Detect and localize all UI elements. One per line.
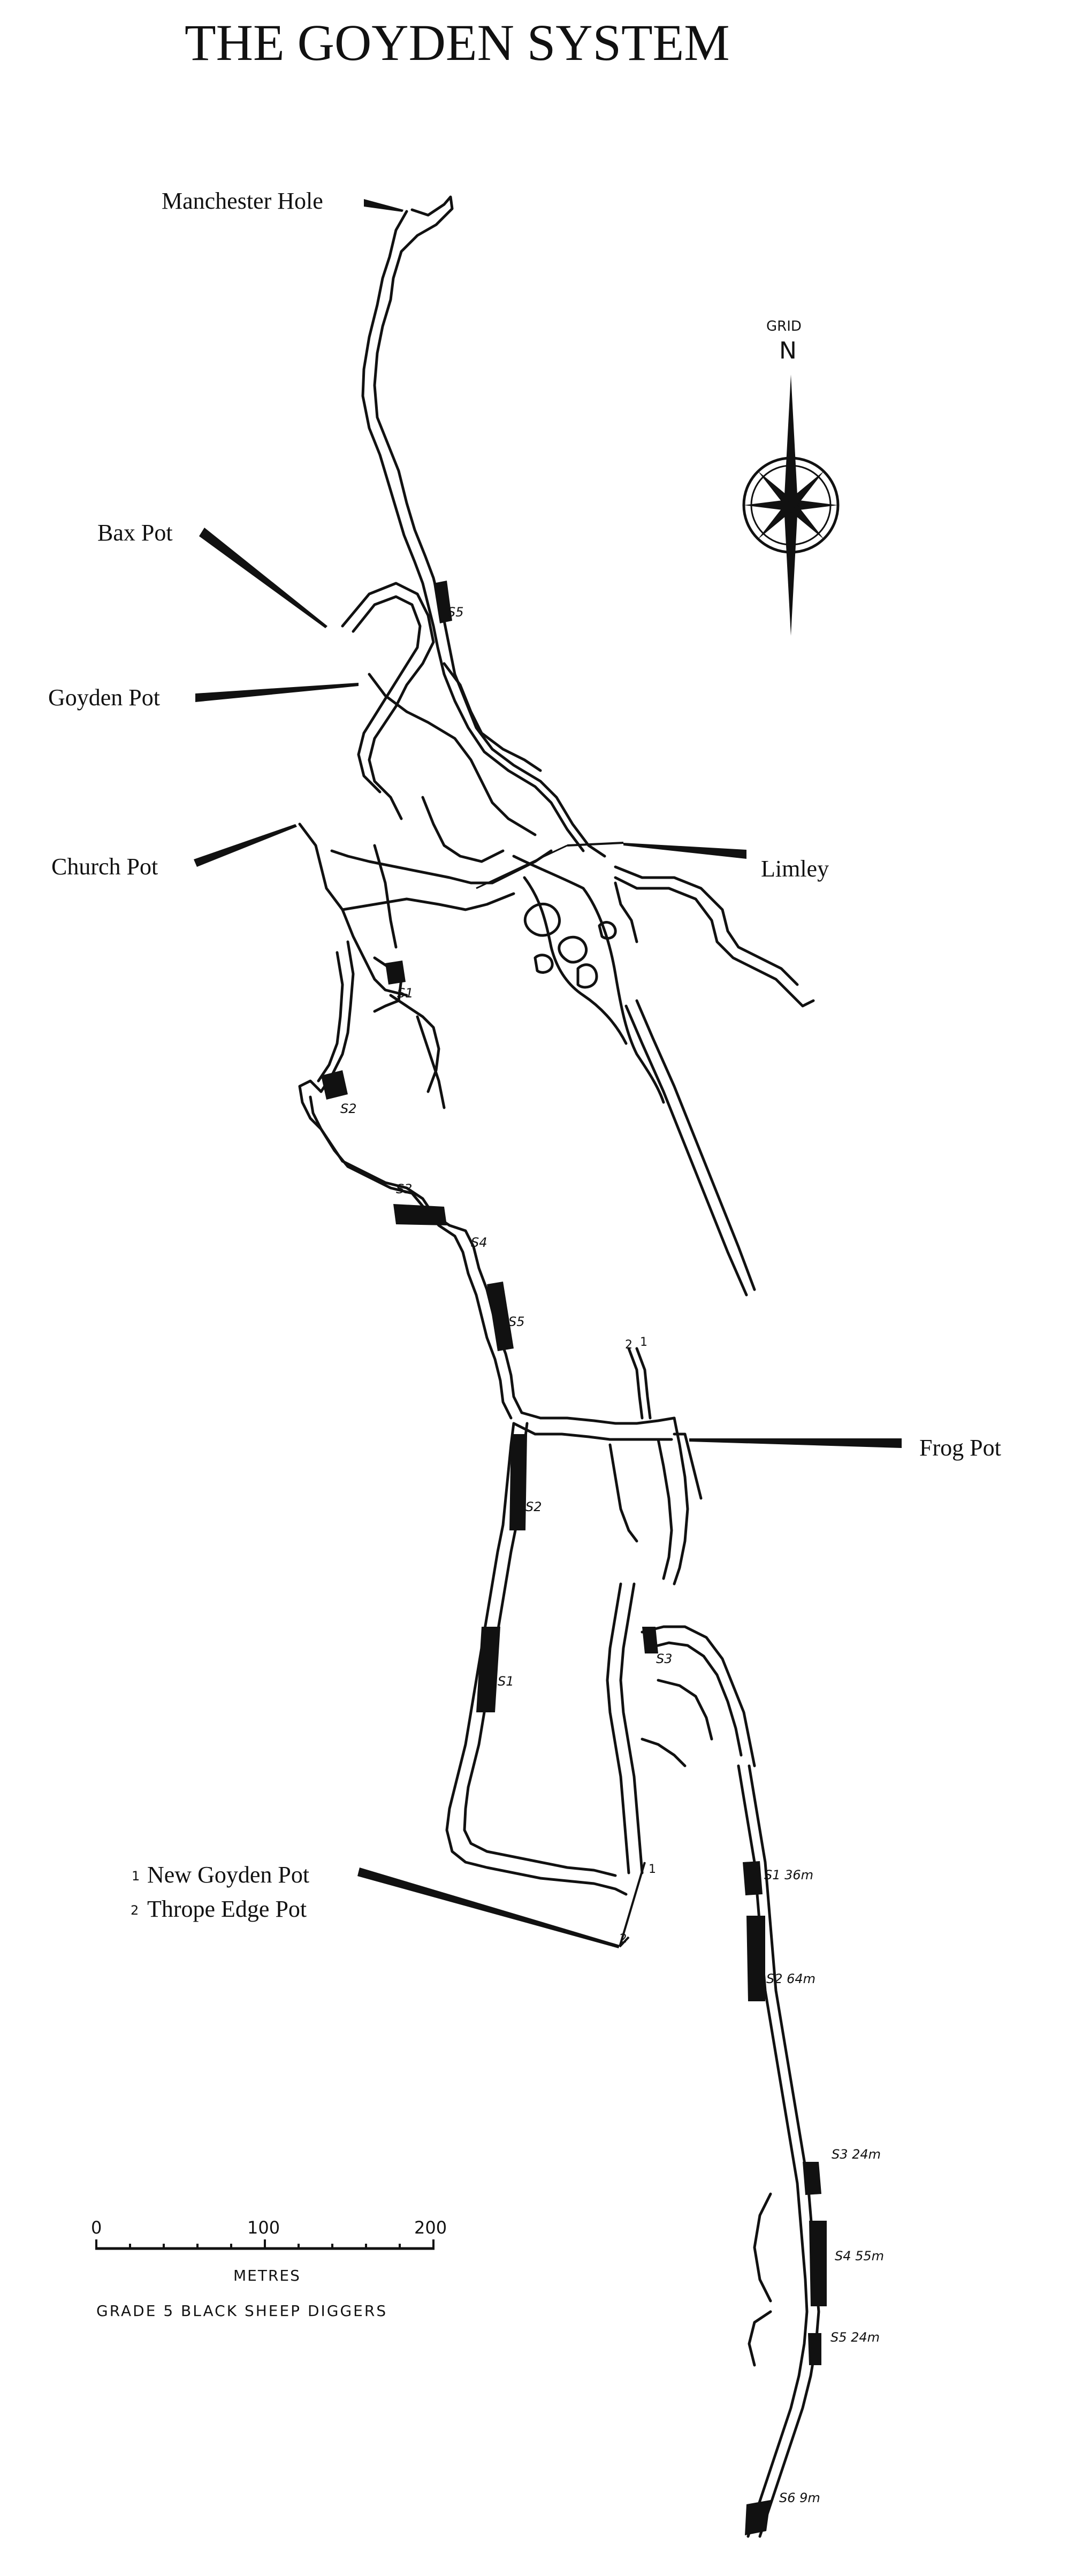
cave-passages (298, 195, 820, 2538)
sump-s4-lower (809, 2221, 827, 2306)
leader-to-marker (619, 1862, 646, 1947)
sump-label-lower-s6: S6 9m (779, 2490, 820, 2505)
scale-bar: 0 100 200 METRES GRADE 5 BLACK SHEEP DIG… (91, 2217, 447, 2320)
leader-limley-line2 (476, 844, 568, 889)
sump-s3-lower (803, 2162, 821, 2195)
north-arrow-n-label: N (779, 337, 797, 364)
leader-limley (623, 843, 746, 859)
sump-label-upper-s5: S5 (447, 605, 464, 620)
point-markers: 1 2 1 2 (620, 1336, 656, 1946)
label-church-pot: Church Pot (51, 853, 158, 880)
sump-label-mid-s1: S1 (498, 1674, 514, 1689)
compass-east-point (791, 499, 838, 511)
label-bax-pot: Bax Pot (97, 520, 173, 546)
north-arrow: GRID N (742, 318, 840, 636)
sump-label-s4: S4 (471, 1235, 487, 1250)
sump-s1-mid (476, 1627, 500, 1712)
compass-nw-point (758, 471, 795, 509)
label-frog-pot: Frog Pot (919, 1435, 1001, 1461)
leader-manchester-hole (364, 199, 403, 212)
label-manchester-hole: Manchester Hole (162, 188, 323, 214)
compass-se-point (787, 501, 824, 539)
sump-s1-west (385, 961, 406, 985)
sump-label-lower-s4: S4 55m (835, 2249, 884, 2263)
leader-church-pot (194, 824, 297, 867)
map-title: THE GOYDEN SYSTEM (185, 14, 730, 71)
sump-s5-lower (808, 2333, 821, 2365)
entrance-leaders (194, 199, 902, 1948)
scale-tick-200: 200 (414, 2217, 447, 2238)
sump-label-s2: S2 (340, 1101, 357, 1116)
label-limley: Limley (761, 856, 829, 882)
sump-s6-lower (745, 2500, 771, 2535)
sump-labels: S5 S1 S2 S3 S4 S5 S2 S1 S3 S1 36m S2 64m… (340, 605, 884, 2505)
sump-label-lower-s2: S2 64m (766, 1971, 816, 1986)
label-new-goyden-pot: New Goyden Pot (147, 1862, 309, 1888)
sump-label-s3: S3 (396, 1182, 413, 1196)
sump-s1-lower (743, 1861, 763, 1895)
sump-label-mid-s3: S3 (656, 1651, 673, 1666)
compass-south-needle (784, 505, 798, 636)
sump-label-s5: S5 (508, 1314, 525, 1329)
sump-label-s1: S1 (397, 986, 414, 1001)
sump-s2-mid (509, 1434, 527, 1530)
compass-west-point (744, 499, 791, 511)
point-marker-1-bottom: 1 (649, 1863, 656, 1876)
sump-s3-west (393, 1204, 447, 1225)
leader-bax-pot (199, 528, 327, 628)
sump-s2-west (321, 1070, 348, 1100)
leader-limley-line (567, 842, 624, 847)
label-goyden-pot: Goyden Pot (48, 684, 160, 711)
leader-goyden-pot (195, 683, 359, 702)
scale-unit-label: METRES (233, 2267, 301, 2284)
sump-fills (321, 581, 827, 2535)
leader-to-marker-2 (619, 1936, 630, 1948)
north-arrow-grid-label: GRID (766, 318, 802, 334)
sump-s2-lower (746, 1916, 765, 2001)
entrance-labels: Manchester Hole Bax Pot Goyden Pot Churc… (48, 188, 1001, 1922)
sump-s5-west (487, 1282, 514, 1351)
point-marker-2-top: 2 (625, 1338, 632, 1352)
scale-bar-ticks (95, 2239, 435, 2249)
point-marker-1-top: 1 (640, 1336, 647, 1349)
compass-sw-point (758, 501, 795, 539)
leader-new-goyden-pot (357, 1868, 620, 1948)
scale-tick-0: 0 (91, 2217, 102, 2238)
sump-label-lower-s5: S5 24m (830, 2330, 880, 2345)
point-marker-2-bottom: 2 (620, 1932, 627, 1946)
legend-marker-1: 1 (132, 1869, 140, 1884)
survey-credit: GRADE 5 BLACK SHEEP DIGGERS (96, 2302, 387, 2320)
compass-ne-point (787, 471, 824, 509)
compass-north-needle (784, 375, 798, 505)
sump-s3-mid (642, 1627, 658, 1653)
legend-marker-2: 2 (131, 1903, 139, 1918)
sump-label-mid-s2: S2 (525, 1499, 542, 1514)
scale-tick-100: 100 (247, 2217, 280, 2238)
sump-upper-s5 (433, 581, 452, 623)
sump-label-lower-s3: S3 24m (832, 2147, 881, 2162)
sump-label-lower-s1: S1 36m (764, 1868, 813, 1883)
leader-frog-pot (689, 1438, 902, 1448)
legend-markers: 1 2 (131, 1869, 140, 1918)
label-thrope-edge-pot: Thrope Edge Pot (147, 1896, 307, 1922)
